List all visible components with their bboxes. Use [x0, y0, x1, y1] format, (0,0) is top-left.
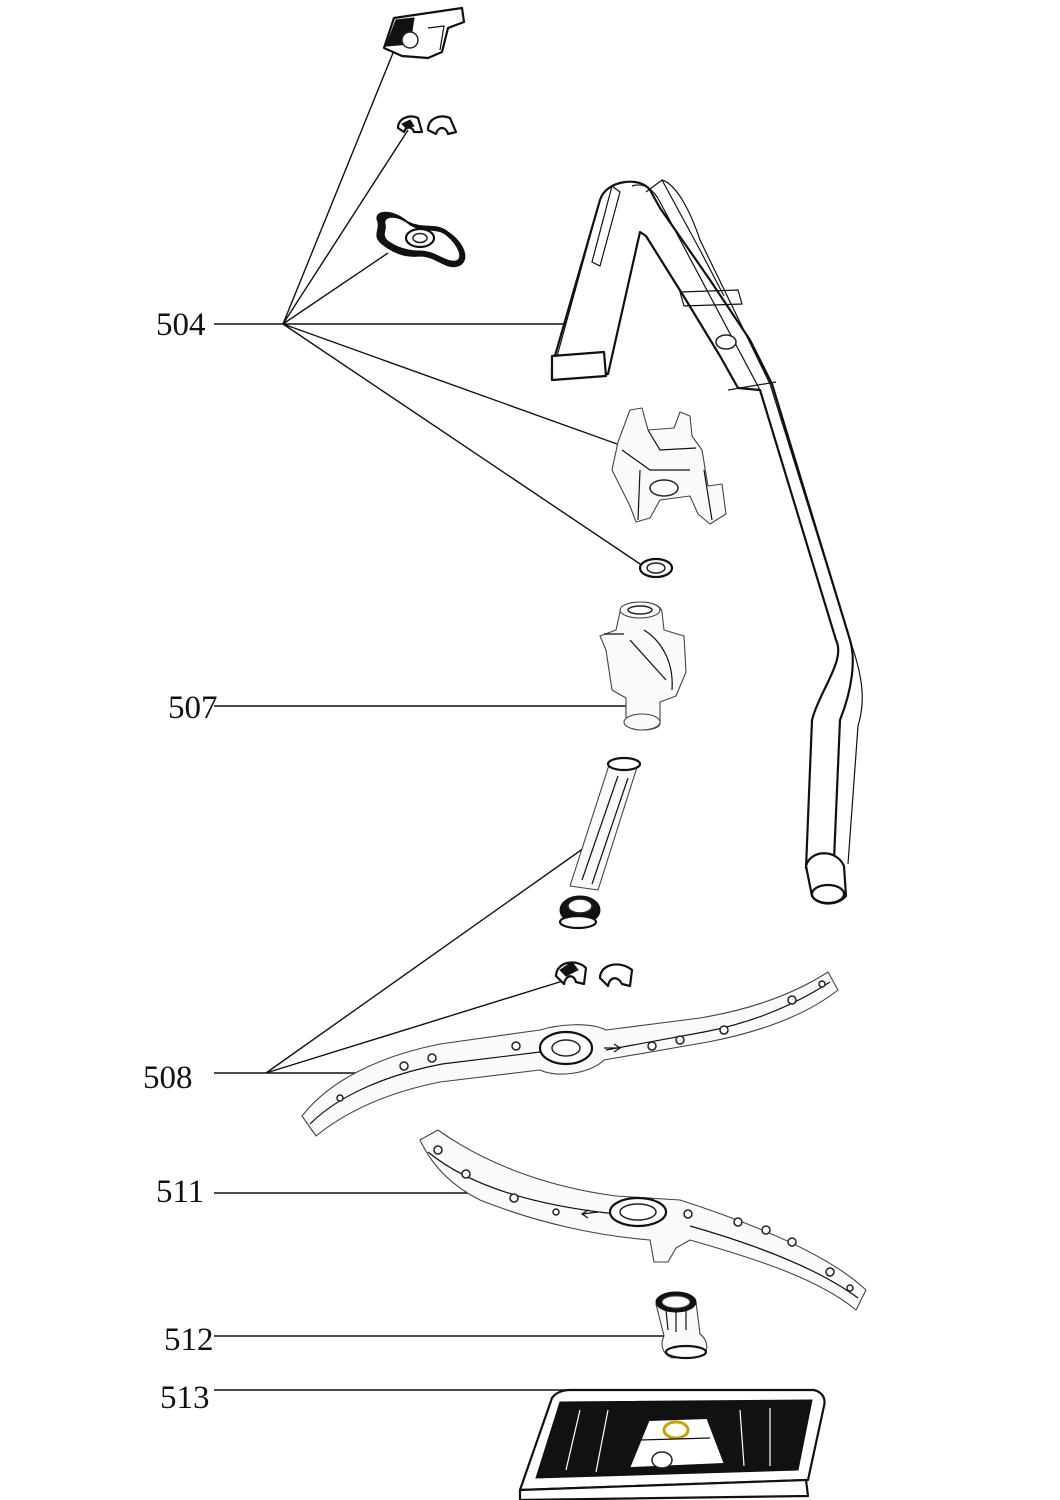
leader-lines-504 [214, 47, 657, 569]
small-clips-pair [396, 115, 458, 136]
manifold-connector [611, 407, 727, 525]
callout-label-511: 511 [156, 1174, 204, 1210]
spray-arm-hub-512 [655, 1291, 708, 1360]
vertical-feed-tube [558, 756, 642, 930]
callout-label-504: 504 [156, 307, 206, 343]
upper-spray-tube [550, 179, 863, 905]
callout-label-507: 507 [168, 690, 218, 726]
callout-label-513: 513 [160, 1380, 210, 1416]
lower-spray-arm-511 [419, 1129, 867, 1311]
seal-ring [638, 557, 674, 579]
upper-spray-arm [301, 971, 839, 1137]
lower-clips-pair [554, 961, 634, 988]
upper-clip-bracket [382, 6, 466, 60]
callout-label-508: 508 [143, 1060, 193, 1096]
flat-gasket [376, 211, 466, 268]
sump-cover-513 [518, 1388, 826, 1500]
callout-label-512: 512 [164, 1322, 214, 1358]
valve-body-507 [599, 601, 687, 731]
